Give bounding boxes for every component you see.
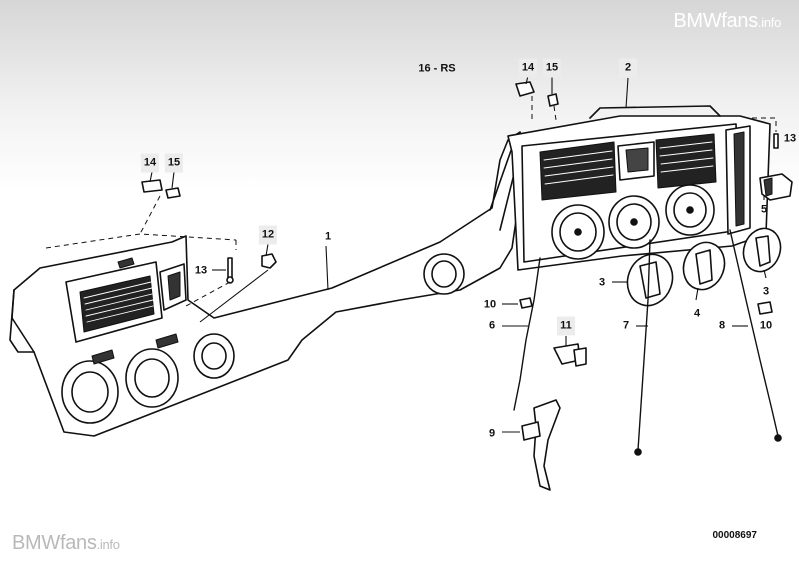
callout-14-left: 14	[140, 153, 160, 173]
knob-cap-4	[682, 241, 726, 291]
callout-6: 6	[488, 319, 496, 332]
callout-13-right: 13	[783, 132, 797, 145]
clip-10-right	[757, 301, 773, 315]
watermark-top-brand: BMWfans	[673, 10, 758, 32]
knob-cap-3-left	[626, 253, 674, 307]
callout-10-left: 10	[483, 298, 497, 311]
knob-cap-3-right	[742, 227, 782, 273]
watermark-top: BMWfans.info	[673, 10, 781, 33]
callout-3-right: 3	[762, 285, 770, 298]
document-number: 00008697	[712, 530, 758, 541]
cable-7	[637, 239, 651, 451]
watermark-bottom-brand: BMWfans	[12, 532, 97, 554]
left-dial-2	[125, 348, 179, 408]
clip-part-14-right	[515, 81, 535, 97]
cable-6	[513, 257, 541, 411]
callout-5: 5	[760, 203, 768, 216]
callout-2: 2	[619, 58, 637, 78]
clip-nut-12	[261, 253, 277, 269]
cable-8	[729, 229, 779, 437]
watermark-bottom-tld: .info	[96, 537, 120, 552]
watermark-top-tld: .info	[757, 15, 781, 30]
callout-15-left: 15	[164, 153, 184, 173]
callout-10-right: 10	[759, 319, 773, 332]
air-duct-9	[533, 399, 561, 491]
screw-13-left	[227, 257, 233, 279]
callout-14-right: 14	[518, 58, 538, 78]
callout-13-left: 13	[194, 264, 208, 277]
clip-part-14-left	[141, 179, 163, 193]
left-dial-3	[193, 333, 235, 379]
callout-15-right: 15	[542, 58, 562, 78]
callout-7: 7	[622, 319, 630, 332]
callout-3-left: 3	[598, 276, 606, 289]
callout-1: 1	[324, 230, 332, 243]
callout-8: 8	[718, 319, 726, 332]
callout-16-rs: 16 - RS	[418, 62, 456, 75]
callout-4: 4	[693, 307, 701, 320]
watermark-bottom: BMWfans.info	[12, 532, 120, 555]
trim-round-opening	[423, 253, 465, 295]
callout-12: 12	[258, 225, 278, 245]
callout-9: 9	[488, 427, 496, 440]
screw-13-right	[773, 133, 779, 149]
clip-10	[519, 297, 533, 309]
center-vent-left	[539, 141, 617, 201]
left-dial-1	[61, 360, 119, 424]
callout-11: 11	[557, 316, 575, 336]
